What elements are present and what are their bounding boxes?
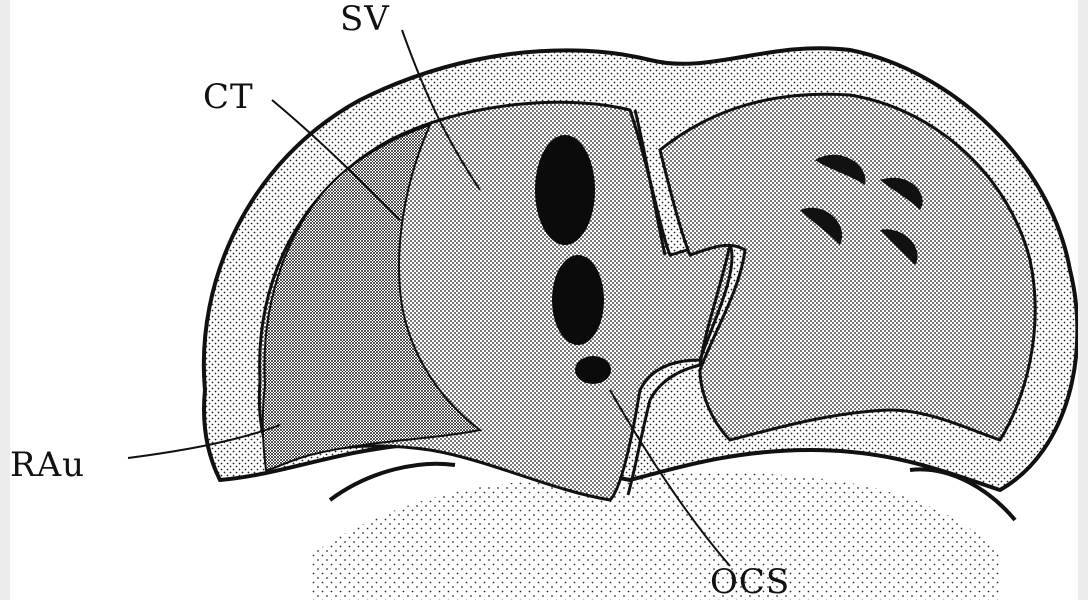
left-arch xyxy=(330,464,455,500)
label-rau: RAu xyxy=(10,448,85,482)
vesicle-middle xyxy=(552,255,604,345)
label-sv: SV xyxy=(340,2,390,36)
vesicle-upper xyxy=(535,135,595,245)
label-ocs: OCS xyxy=(710,565,790,599)
label-ct: CT xyxy=(203,80,254,114)
brain-section-diagram xyxy=(10,0,1078,600)
vesicle-lower xyxy=(575,356,611,384)
base-region xyxy=(310,473,1000,600)
diagram-canvas: SV CT RAu OCS xyxy=(10,0,1078,600)
